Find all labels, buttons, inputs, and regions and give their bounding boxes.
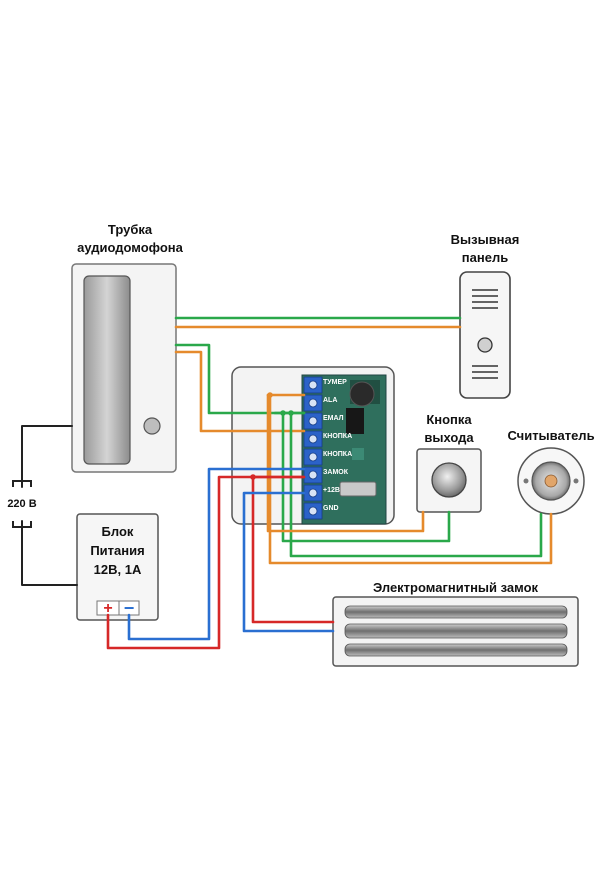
wire-green-handset [174, 343, 306, 415]
mains-label: 220 В [0, 497, 44, 512]
terminal-label: ЕМАЛ [323, 415, 344, 422]
mains-label-line1: 220 В [7, 498, 37, 510]
terminal-label: ЗАМОК [323, 469, 348, 476]
wire-orange-reader [268, 393, 553, 565]
terminal-label: ТУМЕР [323, 379, 347, 386]
lock-label: Электромагнитный замок [333, 579, 578, 597]
terminal-label: ALA [323, 397, 338, 404]
handset-label: Трубка аудиодомофона [60, 221, 200, 256]
wire-blue-lock [242, 491, 335, 633]
handset-label-line2: аудиодомофона [77, 239, 183, 255]
intercom-handset [71, 263, 177, 473]
controller [231, 366, 395, 525]
electromagnetic-lock [332, 596, 579, 667]
card-reader [517, 447, 585, 515]
power-supply-label-line2: Питания [90, 542, 145, 558]
terminal-label: КНОПКА [323, 451, 353, 458]
reader-label: Считыватель [502, 427, 600, 445]
wire-red-lock [251, 475, 335, 624]
power-supply [76, 513, 159, 621]
reader-label-line1: Считыватель [507, 428, 595, 443]
wire-orange-handset [174, 350, 306, 433]
handset-label-line1: Трубка [107, 222, 153, 237]
mains-bracket [12, 480, 32, 528]
wires [21, 316, 553, 650]
wire-green-reader [289, 411, 543, 558]
call-panel [459, 271, 511, 399]
call-panel-label: Вызывная панель [430, 231, 540, 266]
power-supply-label-line3: 12В, 1А [93, 561, 142, 577]
exit-button-label-line2: выхода [424, 429, 474, 445]
wire-orange-exit [266, 393, 425, 533]
power-supply-label: Блок Питания 12В, 1А [77, 523, 158, 580]
minus-sign: − [123, 598, 135, 618]
exit-button [416, 448, 482, 513]
lock-label-line1: Электромагнитный замок [372, 580, 539, 595]
exit-button-label: Кнопка выхода [404, 411, 494, 446]
call-panel-label-line2: панель [461, 249, 509, 265]
wire-junctions [280, 410, 294, 416]
terminal-label: КНОПКА [323, 433, 353, 440]
wire-blue-power [127, 467, 306, 641]
terminal-label: GND [323, 505, 339, 512]
power-supply-label-line1: Блок [101, 524, 134, 539]
terminal-label: +12В [323, 487, 340, 494]
call-panel-label-line1: Вызывная [450, 232, 520, 247]
wire-mains [21, 425, 73, 488]
plus-sign: + [103, 600, 113, 617]
exit-button-label-line1: Кнопка [426, 412, 472, 427]
wire-red-power [106, 475, 306, 650]
